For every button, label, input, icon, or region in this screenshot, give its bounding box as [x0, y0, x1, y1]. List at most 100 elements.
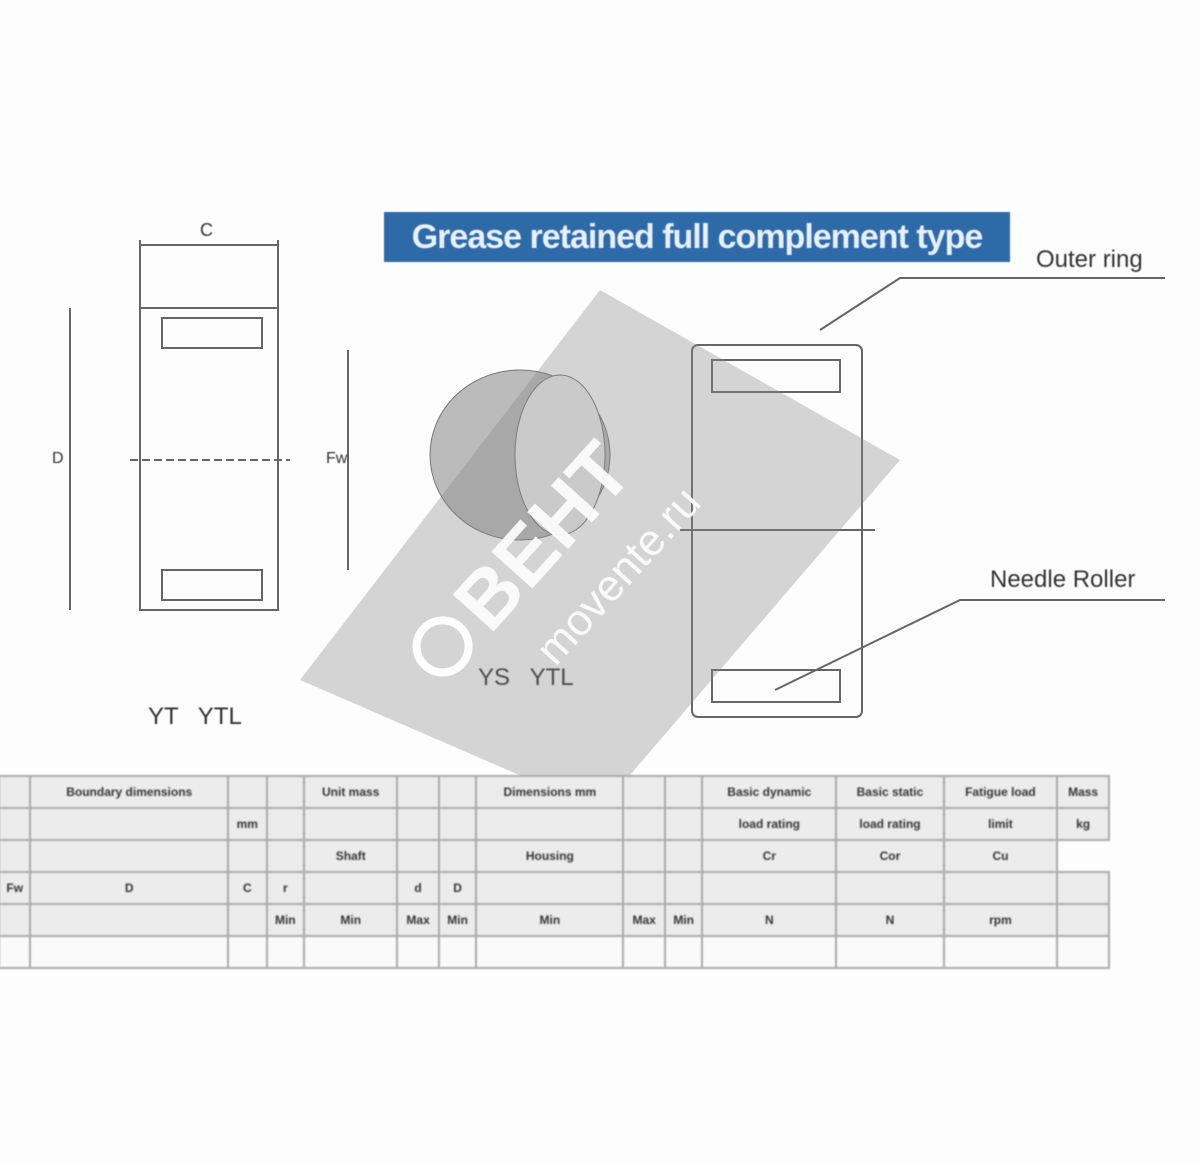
table-cell: [29, 903, 230, 937]
table-cell: [265, 775, 306, 809]
table-cell: [663, 935, 704, 969]
table-cell: [622, 775, 666, 809]
outer-ring-label: Outer ring: [1036, 246, 1143, 273]
table-cell: [0, 807, 32, 841]
table-cell: [622, 839, 666, 873]
table-cell: [29, 935, 230, 969]
table-cell: [701, 871, 838, 905]
table-cell: Housing: [475, 839, 625, 873]
table-cell: [396, 935, 440, 969]
table-cell: [835, 935, 945, 969]
table-cell: Boundary dimensions: [29, 775, 230, 809]
table-cell: [227, 903, 268, 937]
cross-section-drawing-right: [680, 277, 1165, 718]
table-cell: Fatigue load: [942, 775, 1059, 809]
table-cell: [437, 839, 478, 873]
table-cell: Shaft: [303, 839, 399, 873]
table-cell: [622, 807, 666, 841]
table-cell: [663, 775, 704, 809]
table-cell: N: [701, 903, 838, 937]
specifications-table: Boundary dimensions Unit mass Dimensions m…: [0, 775, 1110, 969]
table-cell: mm: [227, 807, 268, 841]
table-cell: Dimensions mm: [475, 775, 625, 809]
table-cell: [265, 807, 306, 841]
table-row: Boundary dimensions Unit mass Dimensions m…: [0, 775, 1110, 809]
table-cell: [303, 807, 399, 841]
table-cell: [396, 807, 440, 841]
table-cell: [942, 935, 1059, 969]
table-cell: [0, 903, 32, 937]
table-cell: Mass: [1056, 775, 1110, 809]
table-cell: load rating: [701, 807, 838, 841]
table-cell: [29, 839, 230, 873]
table-cell: kg: [1056, 807, 1110, 841]
table-cell: Basic dynamic: [701, 775, 838, 809]
table-cell: Min: [475, 903, 625, 937]
cross-section-drawing-left: [69, 240, 349, 611]
table-cell: [437, 775, 478, 809]
table-cell: [303, 935, 399, 969]
table-cell: [227, 775, 268, 809]
table-cell: Min: [663, 903, 704, 937]
table-cell: [475, 935, 625, 969]
table-cell: [0, 775, 32, 809]
table-cell: [265, 839, 306, 873]
table-cell: [1056, 935, 1110, 969]
table-cell: Unit mass: [303, 775, 399, 809]
needle-roller-label: Needle Roller: [990, 566, 1136, 593]
table-cell: [227, 839, 268, 873]
table-cell: Cr: [701, 839, 838, 873]
table-cell: Min: [265, 903, 306, 937]
table-cell: [622, 935, 666, 969]
table-cell: [475, 807, 625, 841]
table-cell: [437, 807, 478, 841]
table-cell: [475, 871, 625, 905]
table-cell: Basic static: [835, 775, 945, 809]
table-cell: Min: [437, 903, 478, 937]
dimension-d-label: D: [52, 450, 64, 467]
table-cell: [437, 935, 478, 969]
needle-roller-cage-image: [429, 369, 611, 541]
dimension-fw-label: Fw: [326, 450, 348, 467]
table-cell: d: [396, 871, 440, 905]
table-cell: Min: [303, 903, 399, 937]
table-cell: Cor: [835, 839, 945, 873]
table-cell: Max: [396, 903, 440, 937]
table-cell: [835, 871, 945, 905]
table-cell: [701, 935, 838, 969]
table-cell: [0, 935, 32, 969]
table-cell: [0, 839, 32, 873]
table-cell: D: [29, 871, 230, 905]
section-title: Grease retained full complement type: [384, 212, 1010, 262]
table-cell: r: [265, 871, 306, 905]
table-cell: [303, 871, 399, 905]
table-cell: [265, 935, 306, 969]
table-cell: [663, 871, 704, 905]
table-cell: [622, 871, 666, 905]
table-cell: [1056, 903, 1110, 937]
table-cell: N: [835, 903, 945, 937]
table-cell: load rating: [835, 807, 945, 841]
table-cell: [396, 839, 440, 873]
table-row: [0, 935, 1110, 969]
table-cell: C: [227, 871, 268, 905]
table-cell: [663, 807, 704, 841]
table-cell: [396, 775, 440, 809]
table-cell: [29, 807, 230, 841]
watermark: ВЕНТ movente.ru: [300, 290, 900, 810]
table-cell: Cu: [942, 839, 1059, 873]
table-cell: limit: [942, 807, 1059, 841]
table-cell: [663, 839, 704, 873]
dimension-c-label: C: [200, 220, 213, 240]
table-cell: [942, 871, 1059, 905]
table-cell: Max: [622, 903, 666, 937]
table-cell: Fw: [0, 871, 32, 905]
table-cell: rpm: [942, 903, 1059, 937]
table-cell: [227, 935, 268, 969]
middle-type-label: YS YTL: [478, 664, 574, 691]
bearing-drawings: [69, 240, 1165, 718]
